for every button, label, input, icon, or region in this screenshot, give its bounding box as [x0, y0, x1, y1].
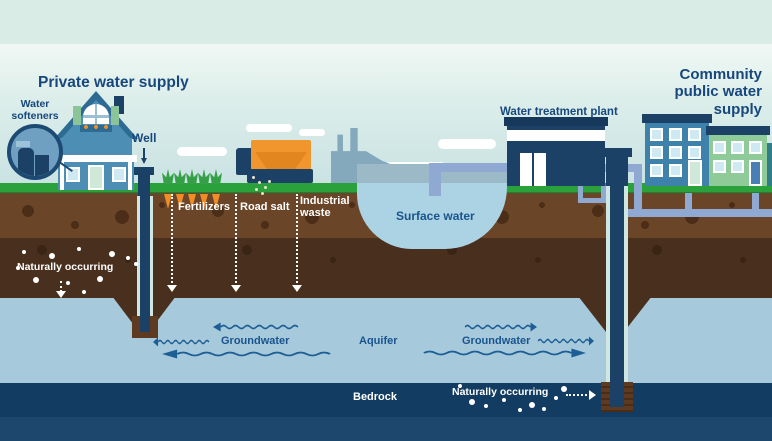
carrot-icon: [212, 194, 220, 209]
water-softeners-label: Water softeners: [11, 98, 59, 122]
aquifer-label: Aquifer: [359, 335, 398, 347]
road-salt-seep-arrow-icon: [231, 194, 241, 292]
building-window: [650, 146, 663, 159]
well-pointer-arrow-icon: [141, 148, 147, 164]
industrial-waste-seep-arrow-icon: [292, 194, 302, 292]
community-well-cap: [602, 148, 632, 157]
window-shutter: [73, 106, 81, 125]
water-softener-icon: [7, 124, 63, 180]
carrot-icon: [188, 194, 196, 209]
community-well-head: [606, 155, 628, 186]
water-pipe: [429, 170, 441, 196]
teal-building: [764, 143, 772, 186]
salt-spray-particles: [252, 176, 255, 179]
building-window: [713, 141, 726, 154]
green-building-cornice: [706, 126, 770, 135]
groundwater-flow-arrow-icon: [464, 322, 537, 332]
well-label: Well: [132, 131, 157, 145]
surface-water-label: Surface water: [396, 209, 475, 223]
building-window: [713, 160, 726, 173]
blue-building-cornice: [642, 114, 712, 123]
softener-tank: [18, 148, 34, 176]
cloud-icon: [438, 139, 496, 149]
water-pipe: [622, 209, 772, 217]
private-well-cap: [134, 167, 154, 175]
particle-dots: [22, 250, 26, 254]
building-window: [650, 164, 663, 177]
building-window: [749, 141, 762, 154]
bedrock-layer: [0, 383, 772, 417]
water-pipe: [429, 163, 509, 172]
plant-band: [507, 130, 605, 141]
private-well-pipe: [140, 196, 150, 332]
groundwater-flow-arrow-icon: [213, 322, 299, 332]
house-upper-floor: [60, 138, 132, 156]
flower-box: [80, 125, 112, 132]
naturally-occurring-bedrock-label: Naturally occurring: [452, 386, 549, 398]
plant-door: [534, 153, 546, 186]
building-window: [731, 141, 744, 154]
private-well-head: [138, 173, 150, 196]
private-supply-heading: Private water supply: [38, 74, 189, 91]
building-window: [669, 164, 682, 177]
truck-wheels: [247, 169, 313, 183]
cloud-icon: [177, 147, 227, 156]
groundwater-flow-arrow-icon: [423, 348, 586, 358]
particle-dots: [458, 384, 462, 388]
cloud-icon: [299, 129, 325, 136]
building-window: [688, 128, 701, 141]
building-door: [749, 160, 762, 186]
water-pipe: [752, 193, 759, 213]
fertilizer-seep-arrow-icon: [167, 194, 177, 292]
groundwater-right-label: Groundwater: [462, 335, 531, 347]
porch-column: [60, 162, 64, 190]
plant-door: [520, 153, 532, 186]
groundwater-flow-arrow-icon: [162, 349, 331, 359]
bedrock-label: Bedrock: [353, 391, 398, 403]
water-pipe: [634, 164, 642, 217]
house-window: [112, 167, 126, 182]
carrot-icon: [164, 194, 172, 209]
groundwater-flow-arrow-icon: [153, 337, 210, 347]
softener-tank-lid: [16, 141, 30, 147]
building-window: [669, 128, 682, 141]
fertilizers-label: Fertilizers: [178, 201, 230, 213]
building-window: [650, 128, 663, 141]
community-supply-heading: Community public water supply: [674, 66, 762, 118]
carrot-icon: [176, 194, 184, 209]
porch-column: [128, 162, 132, 190]
truck-cab: [236, 148, 252, 175]
building-window: [731, 160, 744, 173]
softener-tank: [35, 155, 49, 176]
community-well-pipe: [610, 186, 624, 407]
water-pipe: [578, 186, 606, 203]
building-window: [669, 146, 682, 159]
treatment-plant-label: Water treatment plant: [500, 106, 618, 118]
carrot-icon: [200, 194, 208, 209]
plant-roof: [504, 117, 608, 126]
cloud-icon: [246, 124, 292, 132]
window-shutter: [111, 106, 119, 125]
groundwater-left-label: Groundwater: [221, 335, 290, 347]
house-door: [88, 165, 104, 190]
building-window: [688, 146, 701, 159]
sky-top-band: [0, 0, 772, 44]
naturally-occurring-seep-arrow-icon: [566, 390, 596, 400]
water-pipe: [685, 193, 692, 213]
groundwater-flow-arrow-icon: [537, 336, 594, 346]
naturally-occurring-seep-arrow-icon: [56, 281, 66, 298]
naturally-occurring-soil-label: Naturally occurring: [17, 261, 114, 273]
porch-roof: [55, 155, 137, 162]
building-door: [688, 160, 702, 186]
house-chimney: [114, 96, 124, 114]
road-salt-label: Road salt: [240, 201, 290, 213]
industrial-waste-label: Industrial waste: [300, 195, 350, 220]
soil-lower-layer: [0, 238, 772, 298]
deep-bedrock-layer: [0, 417, 772, 441]
arch-window: [83, 104, 109, 124]
